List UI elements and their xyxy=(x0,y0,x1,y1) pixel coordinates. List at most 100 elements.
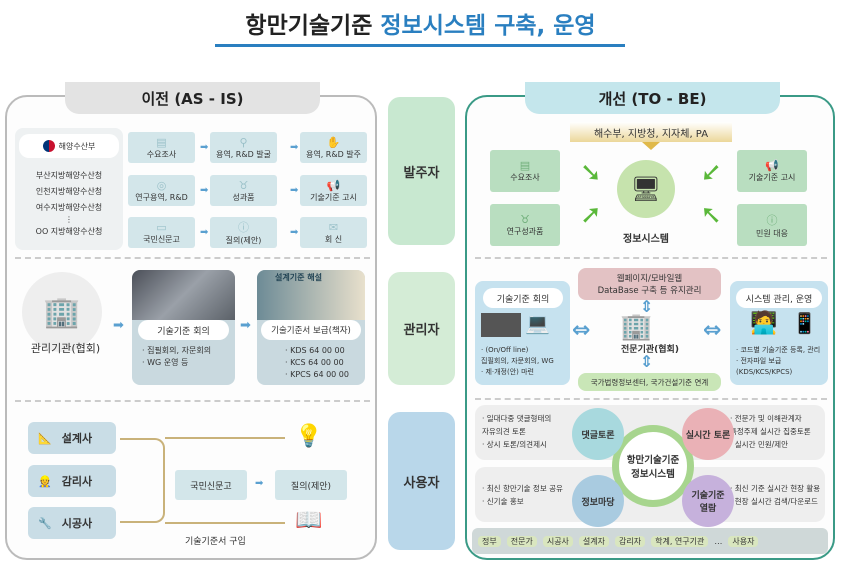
arrow-icon: ➡ xyxy=(200,142,209,153)
label: 용역, R&D 발주 xyxy=(305,149,362,159)
demand-survey-box: ▤수요조사 xyxy=(490,150,560,192)
updown-arrow-icon: ⇕ xyxy=(640,352,654,371)
role-user: 사용자 xyxy=(388,412,455,550)
item: · 실시간 민원/제안 xyxy=(730,440,788,449)
tobe-meeting-card: 기술기준 회의 💻 · (On/Off line)집필회의, 자문회의, WG·… xyxy=(475,281,570,385)
inquiry-icon: 💡 xyxy=(295,424,323,449)
center-label: 전문기관(협회) xyxy=(621,345,679,355)
book-items: · KDS 64 00 00· KCS 64 00 00· KPCS 64 00… xyxy=(285,345,349,381)
ops-title: 시스템 관리, 운영 xyxy=(736,288,822,308)
feature-realtime[interactable]: 실시간 토론 xyxy=(682,408,734,460)
ops-card: 시스템 관리, 운영 🧑‍💻 📱 · 코드별 기술기준 등록, 관리· 전자파일… xyxy=(730,281,828,385)
arrow-icon: ➡ xyxy=(290,185,299,196)
meeting-title: 기술기준 회의 xyxy=(138,320,229,340)
feature-comment[interactable]: 댓글토론 xyxy=(572,408,624,460)
process-step: ✋용역, R&D 발주 xyxy=(300,132,367,163)
item: · 일대다중 댓글형태의 xyxy=(482,414,552,423)
petition-box: 국민신문고 xyxy=(175,470,247,500)
item: (KDS/KCS/KPCS) xyxy=(736,368,793,376)
arrow-icon: ➡ xyxy=(200,227,209,238)
divider xyxy=(475,398,827,400)
book-cover-text: 설계기준 해설 xyxy=(275,273,322,282)
connector-line xyxy=(165,522,285,524)
ruler-icon: 📐 xyxy=(38,431,52,445)
process-step: 📢기술기준 고시 xyxy=(300,175,367,206)
item: · 최신 기준 실시간 현장 활용 xyxy=(730,484,821,493)
arrow-icon: ➡ xyxy=(290,142,299,153)
desc-browse: · 최신 기준 실시간 현장 활용 · 현장 실시간 검색/다운로드 xyxy=(730,482,820,508)
user-constructor: 🔧시공사 xyxy=(28,507,116,539)
down-arrow-icon xyxy=(642,142,660,150)
arrow-icon: ➘ xyxy=(700,158,722,188)
process-step: ⚲용역, R&D 발굴 xyxy=(210,132,277,163)
item: · 신기술 홍보 xyxy=(482,497,524,506)
ops-items: · 코드별 기술기준 등록, 관리 · 전자파일 보급 (KDS/KCS/KPCS) xyxy=(736,345,820,378)
meeting-items: · 집필회의, 자문회의· WG 운영 등 xyxy=(142,345,211,369)
bracket-line xyxy=(120,438,165,523)
label: 시공사 xyxy=(61,517,93,530)
item: · 현장 실시간 검색/다운로드 xyxy=(730,497,818,506)
office: 부산지방해양수산청 xyxy=(35,171,103,180)
label: 회 신 xyxy=(324,234,343,244)
book-card: 설계기준 해설 기술기준서 보급(책자) · KDS 64 00 00· KCS… xyxy=(257,270,365,385)
item: · 전자파일 보급 xyxy=(736,357,782,365)
title-underline xyxy=(215,44,625,47)
item: · 집필회의, 자문회의 xyxy=(142,346,212,355)
item: · (On/Off line) xyxy=(481,346,529,354)
search-icon: ⚲ xyxy=(239,135,248,149)
bidirectional-arrow-icon: ⇔ xyxy=(572,318,591,343)
label: 기술기준 고시 xyxy=(310,192,357,202)
item: · 코드별 기술기준 등록, 관리 xyxy=(736,346,821,354)
divider xyxy=(15,257,370,259)
label: 기술기준 xyxy=(691,491,725,501)
label: 웹페이지/모바일웹 xyxy=(616,274,683,284)
meeting-photo xyxy=(132,270,235,320)
feature-info[interactable]: 정보마당 xyxy=(572,475,624,527)
arrow-icon: ➡ xyxy=(113,318,124,333)
system-server-icon: 🖥 xyxy=(617,160,675,218)
asis-header: 이전 (AS - IS) xyxy=(65,82,320,114)
user-type: 사용자 xyxy=(728,535,759,547)
office: 인천지방해양수산청 xyxy=(35,187,103,196)
ministry-name: 해양수산부 xyxy=(58,141,96,151)
item: · 전문가 및 이해관계자 xyxy=(730,414,802,423)
research-result-box: ♉연구성과품 xyxy=(490,204,560,246)
bidirectional-arrow-icon: ⇔ xyxy=(703,318,722,343)
process-step: ✉회 신 xyxy=(300,217,367,248)
arrow-icon: ➡ xyxy=(290,227,299,238)
meeting-card: 기술기준 회의 · 집필회의, 자문회의· WG 운영 등 xyxy=(132,270,235,385)
label: 감리사 xyxy=(61,475,93,488)
item: · 최신 항만기술 정보 공유 xyxy=(482,484,563,493)
user-type: … xyxy=(714,536,723,546)
item: 특정주제 실시간 집중토론 xyxy=(730,427,811,436)
meeting-photo xyxy=(481,313,521,337)
item: · 제·개정(안) 마련 xyxy=(481,368,535,376)
research-icon: ◎ xyxy=(156,178,167,192)
updown-arrow-icon: ⇕ xyxy=(640,297,654,316)
admin-computer-icon: 🧑‍💻 xyxy=(750,311,778,336)
arrow-icon: ➡ xyxy=(255,478,264,489)
connector-line xyxy=(165,437,285,439)
ministry-logo: 해양수산부 xyxy=(19,134,119,158)
meeting-title: 기술기준 회의 xyxy=(483,288,563,308)
user-supervisor: 👷감리사 xyxy=(28,465,116,497)
page-title: 항만기술기준 정보시스템 구축, 운영 xyxy=(0,6,841,40)
label: 성과품 xyxy=(232,192,255,202)
user-type: 설계자 xyxy=(578,535,610,547)
megaphone-icon: 📢 xyxy=(326,178,341,192)
item: 자유의견 토론 xyxy=(482,427,526,436)
purchase-label: 기술기준서 구입 xyxy=(185,537,246,547)
arrow-icon: ➚ xyxy=(700,200,722,230)
label: 연구성과품 xyxy=(506,227,544,236)
title-part2: 정보시스템 구축, 운영 xyxy=(380,13,596,39)
process-step: ◎연구용역, R&D xyxy=(128,175,195,206)
label: 열람 xyxy=(699,504,717,514)
book-photo xyxy=(257,270,365,320)
inquiry-box: 질의(제안) xyxy=(275,470,347,500)
